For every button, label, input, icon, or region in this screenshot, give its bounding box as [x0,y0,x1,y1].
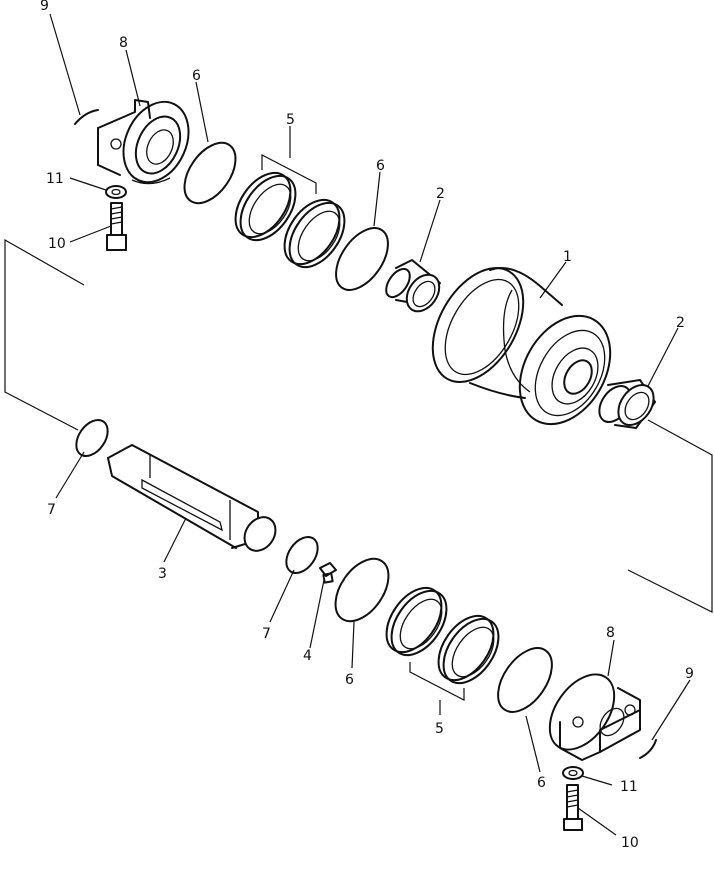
callout-7-b: 7 [262,626,271,642]
washer-top [105,185,127,199]
track-roller [431,267,612,426]
floating-seal-bot-2 [437,614,500,685]
callout-6-a: 6 [192,68,201,84]
callout-1: 1 [563,249,572,265]
callout-11-bot: 11 [620,779,638,795]
callout-4: 4 [303,648,312,664]
bushing-left [385,259,441,313]
bolt-bottom [563,784,583,831]
shaft [107,444,277,552]
callout-11-top: 11 [46,171,64,187]
callout-6-b: 6 [376,158,385,174]
callout-10-bot: 10 [621,835,639,851]
callout-5-bot: 5 [435,721,444,737]
assembly-line-left [4,238,85,431]
o-ring-top-1 [183,141,237,205]
callout-7-a: 7 [47,502,56,518]
bolt-top [106,202,127,251]
callout-5-top: 5 [286,112,295,128]
callout-9-top: 9 [40,0,49,14]
leader-lines [49,13,691,836]
callout-10-top: 10 [48,236,66,252]
o-ring-small-2 [285,535,319,575]
callout-6-c: 6 [345,672,354,688]
o-ring-small-1 [75,418,109,458]
snap-ring-bottom [639,739,657,759]
callout-2-b: 2 [676,315,685,331]
o-ring-top-2 [335,227,389,291]
floating-seal-top-1 [234,171,297,242]
callout-2-a: 2 [436,186,445,202]
washer-bottom [562,766,584,780]
collar-bracket-top [97,99,190,185]
assembly-line-right [627,419,713,613]
collar-bracket-bottom [548,673,641,761]
bracket-5-bottom [409,662,465,701]
callout-8-top: 8 [119,35,128,51]
callout-6-d: 6 [537,775,546,791]
o-ring-bot-2 [497,647,553,713]
callout-8-bot: 8 [606,625,615,641]
floating-seal-top-2 [283,198,346,269]
plug [319,562,337,584]
bushing-right [598,379,656,429]
callout-3: 3 [158,566,167,582]
bracket-5-top [261,154,317,194]
callout-9-bot: 9 [685,666,694,682]
snap-ring-top [74,109,99,125]
o-ring-bot-1 [334,557,390,623]
floating-seal-bot-1 [385,586,448,657]
